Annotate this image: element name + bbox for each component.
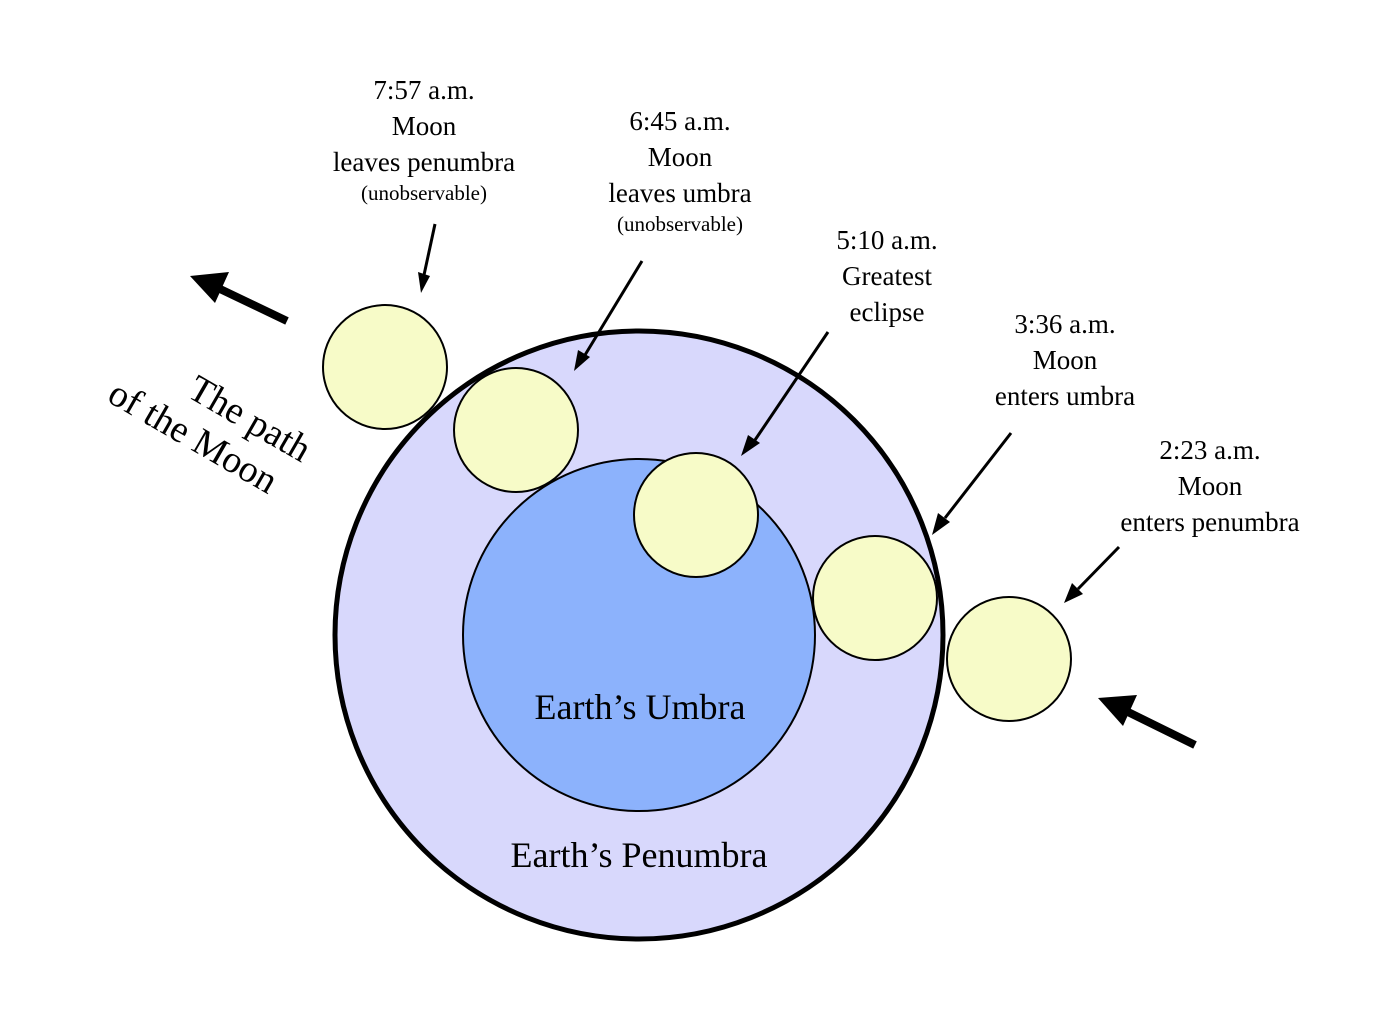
- event-time: 5:10 a.m.: [836, 225, 937, 255]
- event-note: (unobservable): [361, 181, 487, 205]
- moon-enters-penumbra: [947, 597, 1071, 721]
- event-line3: enters penumbra: [1120, 507, 1299, 537]
- event-note: (unobservable): [617, 212, 743, 236]
- event-time: 3:36 a.m.: [1014, 309, 1115, 339]
- event-time: 2:23 a.m.: [1159, 435, 1260, 465]
- pointer-arrow-icon: [1064, 547, 1119, 603]
- moon-leaves-penumbra: [323, 305, 447, 429]
- event-line3: leaves penumbra: [333, 147, 515, 177]
- event-line2: Moon: [392, 111, 457, 141]
- event-line3: enters umbra: [995, 381, 1135, 411]
- event-line2: Greatest: [842, 261, 932, 291]
- event-label-enters-penumbra: 2:23 a.m. Moon enters penumbra: [1120, 435, 1299, 537]
- pointer-arrow-icon: [932, 433, 1011, 535]
- moon-enters-umbra: [813, 536, 937, 660]
- event-label-enters-umbra: 3:36 a.m. Moon enters umbra: [995, 309, 1135, 411]
- moon-leaves-umbra: [454, 368, 578, 492]
- moon-greatest-eclipse: [634, 453, 758, 577]
- event-line2: Moon: [1178, 471, 1243, 501]
- event-label-greatest-eclipse: 5:10 a.m. Greatest eclipse: [836, 225, 937, 327]
- direction-arrow-icon: [190, 272, 287, 321]
- pointer-arrow-icon: [418, 224, 435, 293]
- umbra-label: Earth’s Umbra: [535, 687, 746, 727]
- direction-arrow-icon: [1098, 695, 1195, 745]
- event-line3: leaves umbra: [608, 178, 751, 208]
- penumbra-label: Earth’s Penumbra: [511, 835, 768, 875]
- event-line2: Moon: [1033, 345, 1098, 375]
- event-time: 6:45 a.m.: [629, 106, 730, 136]
- event-label-leaves-umbra: 6:45 a.m. Moon leaves umbra (unobservabl…: [608, 106, 751, 236]
- event-line3: eclipse: [850, 297, 925, 327]
- event-line2: Moon: [648, 142, 713, 172]
- event-label-leaves-penumbra: 7:57 a.m. Moon leaves penumbra (unobserv…: [333, 75, 515, 205]
- path-of-moon-label: The path of the Moon: [101, 334, 318, 509]
- event-time: 7:57 a.m.: [373, 75, 474, 105]
